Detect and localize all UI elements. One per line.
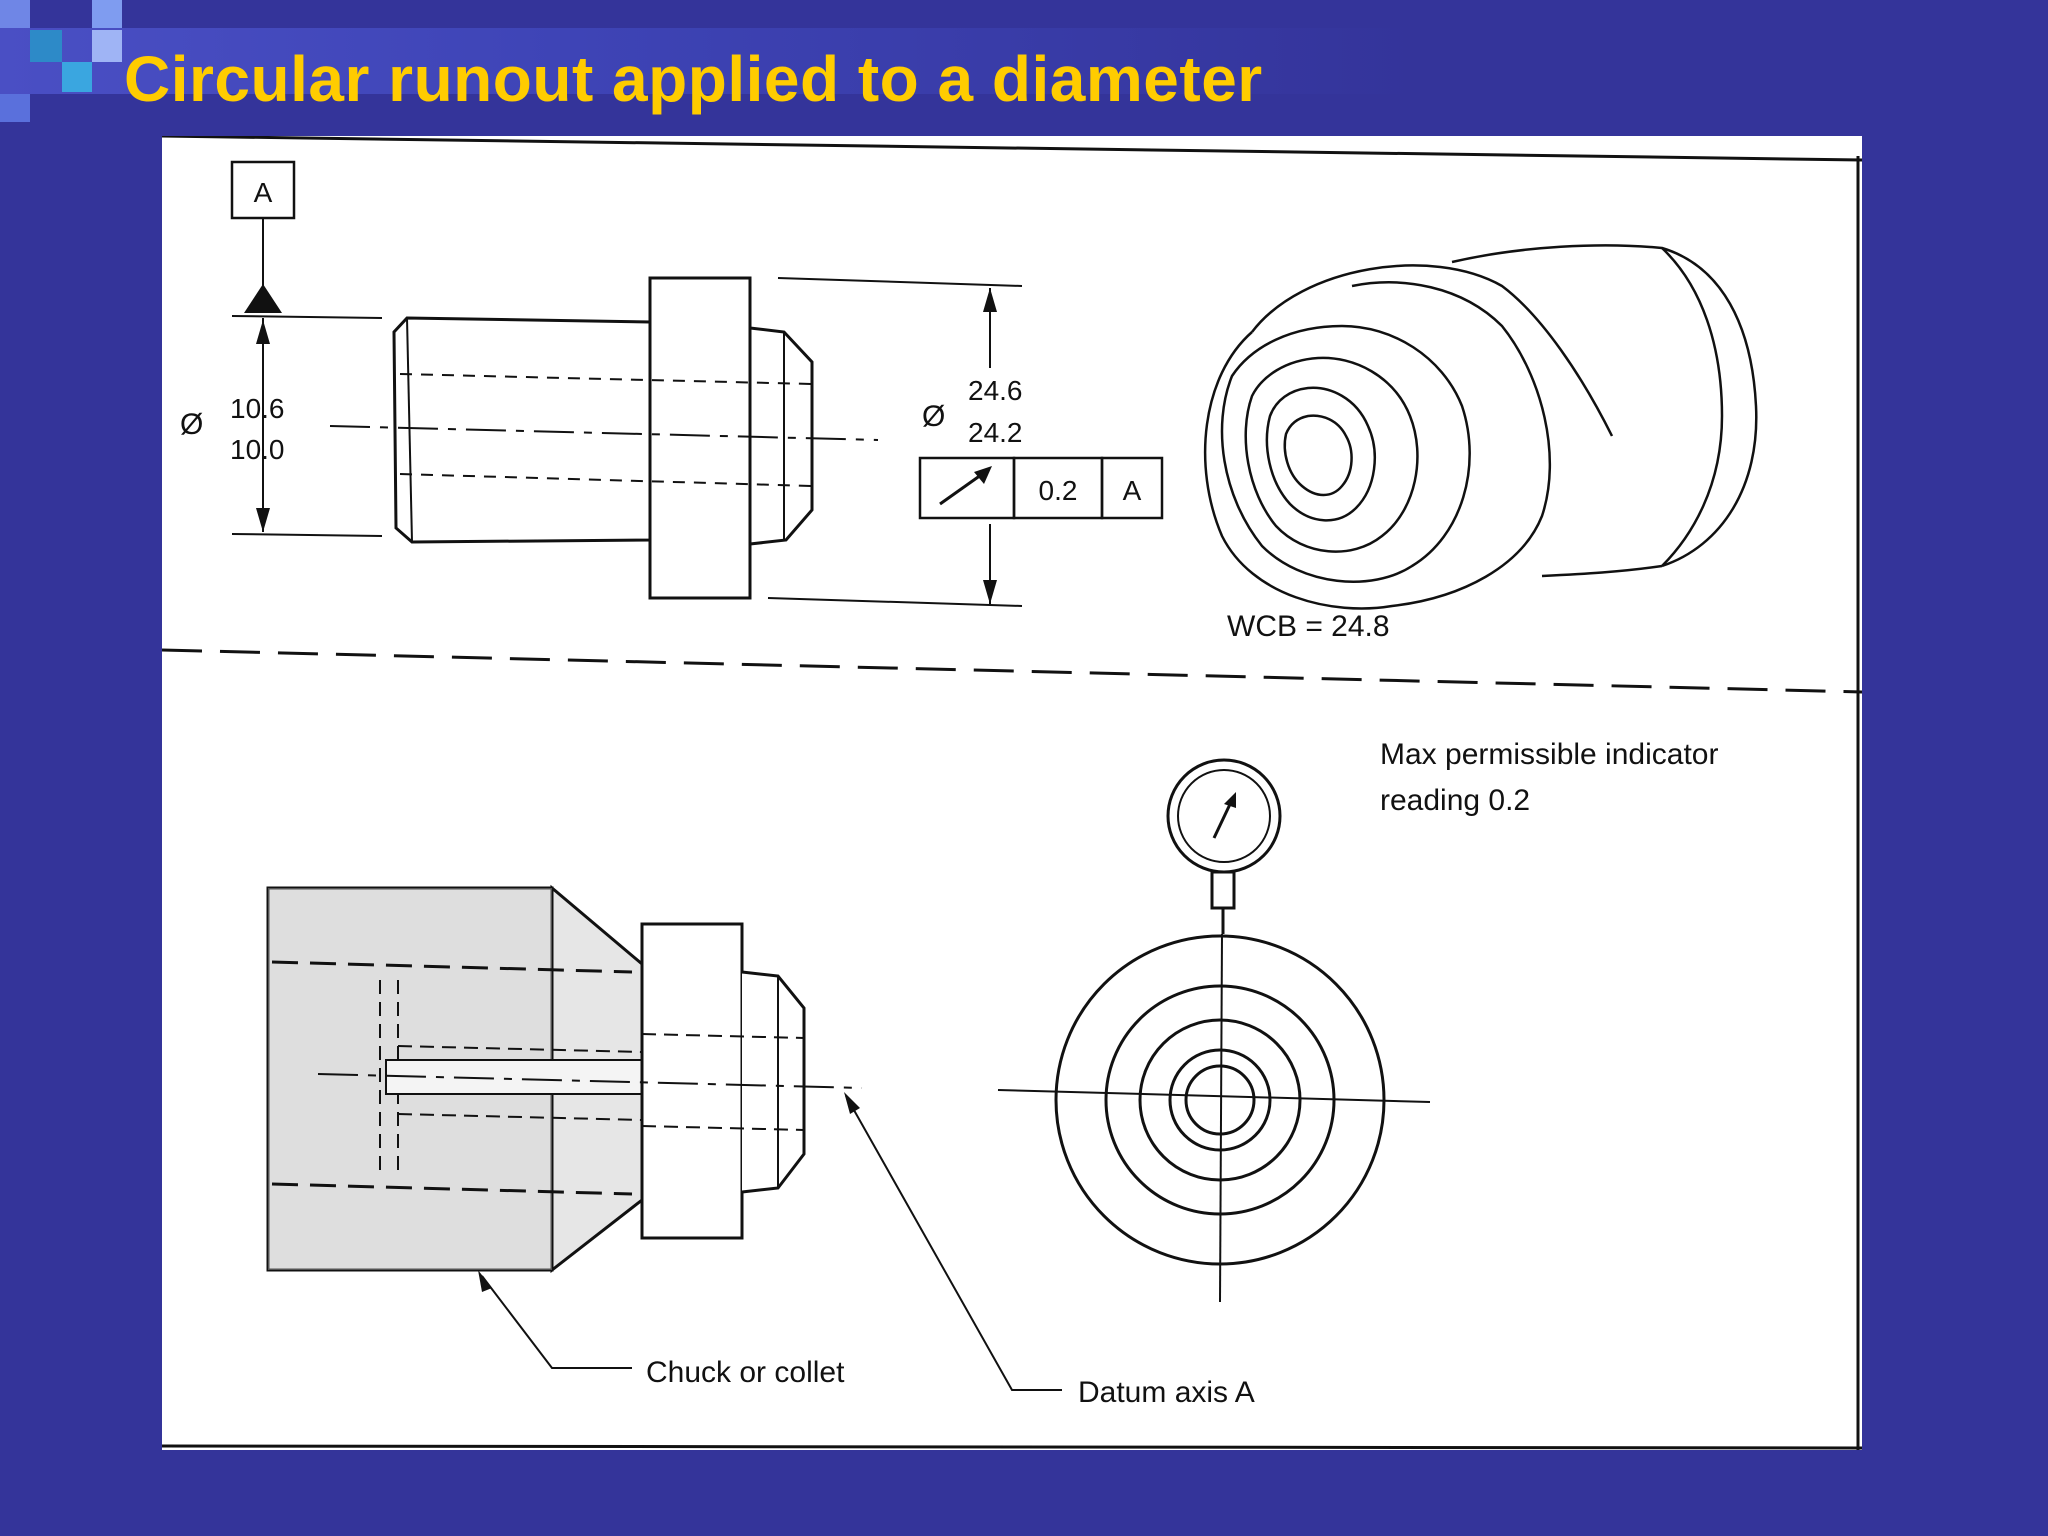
arrowhead — [478, 1270, 492, 1292]
flange — [648, 276, 752, 600]
horizontal-centerline — [997, 1089, 1431, 1103]
fcf-symbol-cell — [918, 456, 1016, 520]
chuck-setup-view — [266, 884, 1062, 1391]
arrowhead — [256, 508, 270, 532]
iso-bore — [1283, 414, 1353, 497]
title-band — [0, 28, 1420, 94]
hidden-line — [641, 1125, 805, 1131]
figure-bottom-rule — [162, 1444, 1862, 1450]
corner-square — [62, 62, 92, 92]
dial-stem — [1210, 870, 1236, 910]
extension-line — [777, 277, 1023, 287]
hidden-line — [271, 960, 633, 974]
arrowhead — [983, 580, 997, 604]
dim-left-upper: 10.6 — [230, 393, 285, 424]
wcb-label: WCB = 24.8 — [1227, 610, 1390, 643]
datum-centerline — [317, 1073, 863, 1089]
engineering-drawing: A Ø 10.6 10.0 Ø 24. — [162, 136, 1862, 1450]
iso-ring — [1265, 386, 1376, 522]
fcf-datum-cell — [1100, 456, 1164, 520]
chuck-leader — [481, 1275, 632, 1369]
iso-flange-face — [1203, 281, 1552, 610]
slide-title: Circular runout applied to a diameter — [124, 43, 1263, 115]
datum-axis-leader — [845, 1095, 1062, 1391]
nose — [749, 326, 814, 546]
dim-right-lower: 24.2 — [968, 417, 1023, 448]
extension-line — [767, 597, 1023, 607]
part-flange — [640, 922, 744, 1240]
datum-triangle — [244, 284, 282, 313]
fcf-datum: A — [1123, 475, 1142, 506]
runout-arrow-head — [974, 466, 992, 484]
drawing-svg: A Ø 10.6 10.0 Ø 24. — [162, 136, 1862, 1450]
vertical-centerline — [1219, 933, 1223, 1303]
iso-outline — [1251, 264, 1614, 437]
iso-outline — [1451, 244, 1758, 568]
corner-square — [30, 0, 62, 30]
end-view — [997, 933, 1431, 1303]
dim-right-upper: 24.6 — [968, 375, 1023, 406]
section-separator — [162, 648, 1862, 694]
indicator-note-line2: reading 0.2 — [1380, 784, 1530, 817]
dial-needle — [1212, 799, 1234, 839]
extension-line — [231, 315, 383, 319]
iso-ring — [1244, 356, 1419, 553]
corner-square — [92, 0, 122, 30]
arrowhead — [256, 320, 270, 344]
corner-square — [30, 30, 62, 62]
needle-tip — [1224, 792, 1236, 808]
hidden-line — [399, 373, 813, 385]
corner-square — [0, 0, 30, 30]
datum-axis-label: Datum axis A — [1078, 1376, 1255, 1409]
arrowhead — [844, 1092, 860, 1114]
part-isometric-view — [1203, 244, 1758, 610]
arrowhead — [983, 288, 997, 312]
dial-bezel — [1177, 769, 1271, 863]
dim-left-lower: 10.0 — [230, 434, 285, 465]
hidden-line — [399, 473, 813, 487]
fcf-tolerance: 0.2 — [1039, 475, 1078, 506]
iso-ring — [1220, 324, 1471, 583]
corner-square — [92, 30, 122, 62]
figure-top-rule — [162, 136, 1862, 162]
centerline — [329, 425, 879, 441]
chamfer-line — [406, 317, 413, 543]
hidden-line — [397, 1113, 643, 1121]
diameter-symbol: Ø — [180, 408, 203, 441]
hidden-line — [271, 1182, 633, 1196]
iso-outline — [1661, 247, 1724, 567]
chuck-label: Chuck or collet — [646, 1356, 845, 1389]
datum-label: A — [254, 177, 273, 208]
dial-indicator-icon — [1166, 758, 1282, 934]
hidden-line — [397, 1045, 643, 1053]
iso-outline — [1541, 564, 1663, 578]
extension-line — [231, 533, 383, 537]
diameter-symbol: Ø — [922, 400, 945, 433]
indicator-note-line1: Max permissible indicator — [1380, 738, 1718, 771]
hidden-line — [641, 1033, 805, 1039]
part-nose — [741, 970, 806, 1194]
part-side-view: A Ø 10.6 10.0 Ø 24. — [180, 160, 1164, 607]
